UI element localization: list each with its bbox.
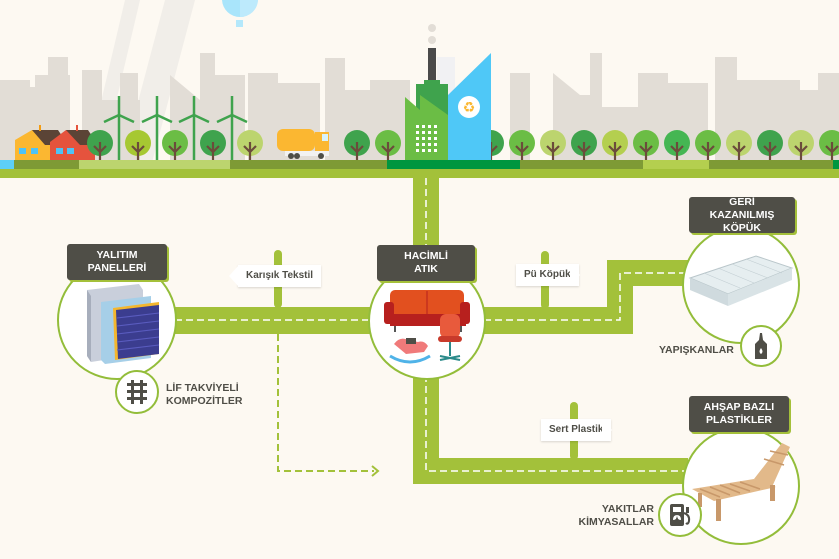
insulation-panels-node[interactable] [57, 260, 177, 380]
tree-icon [87, 130, 113, 160]
tree-icon [540, 130, 566, 160]
woven-fiber-icon [127, 380, 147, 404]
composites-label: LİF TAKVİYELİ KOMPOZİTLER [166, 382, 242, 408]
title-line: HACİMLİ [404, 250, 448, 262]
recovered-foam-node[interactable] [682, 226, 800, 344]
adhesives-label: YAPIŞKANLAR [659, 344, 734, 357]
water [0, 160, 14, 169]
garbage-truck-icon [277, 129, 329, 159]
label-line: KİMYASALLAR [578, 516, 654, 528]
wind-turbine-icon [141, 96, 173, 160]
title-line: PANELLERİ [87, 262, 147, 274]
label-line: YAPIŞKANLAR [659, 344, 734, 356]
label-line: LİF TAKVİYELİ [166, 382, 239, 394]
wind-turbine-icon [216, 96, 248, 160]
bulky-waste-title: HACİMLİ ATIK [377, 245, 475, 281]
fuel-pump-icon [670, 504, 691, 526]
furniture-icon [384, 290, 470, 364]
glue-bottle-icon [755, 333, 767, 359]
ground-strip [14, 160, 79, 169]
label-line: KOMPOZİTLER [166, 395, 243, 407]
title-line: KÖPÜK [723, 221, 761, 234]
wind-turbines [103, 96, 248, 160]
sign-text: Pü Köpük [524, 269, 571, 280]
label-line: YAKITLAR [601, 503, 654, 515]
main-road [0, 169, 839, 178]
city-skyline-illustration: ♻ [0, 0, 839, 178]
planned-path [277, 334, 380, 477]
tree-icon [788, 130, 814, 160]
tree-icon [509, 130, 535, 160]
sun-lounger-icon [692, 443, 790, 521]
sign-arrow-right [570, 264, 580, 286]
sign-arrow-left [229, 265, 239, 287]
ground-strip [387, 160, 520, 169]
ground-strip [833, 160, 839, 169]
road-lane-dashes [175, 178, 689, 472]
wood-plastics-node[interactable] [682, 427, 800, 545]
balloon-icon [222, 0, 258, 27]
tree-icon [200, 130, 226, 160]
tree-icon [633, 130, 659, 160]
ground-strip [79, 160, 230, 169]
tree-icon [237, 130, 263, 160]
ground-strip [643, 160, 709, 169]
tree-icon [125, 130, 151, 160]
ground-strip [230, 160, 387, 169]
bulky-waste-node[interactable] [368, 262, 486, 380]
wind-turbine-icon [103, 96, 135, 160]
hard-plastic-sign: Sert Plastik [541, 419, 612, 441]
ground-strip [520, 160, 643, 169]
title-line: ATIK [414, 263, 438, 275]
tree-icon [726, 130, 752, 160]
sign-text: Karışık Tekstil [246, 270, 314, 281]
title-line: GERİ KAZANILMIŞ [709, 195, 775, 221]
tree-icon [375, 130, 401, 160]
fuels-chemicals-badge[interactable] [658, 493, 702, 537]
title-line: PLASTİKLER [706, 414, 772, 426]
mixed-textile-sign: Karışık Tekstil [238, 265, 322, 287]
mattress-icon [688, 255, 794, 306]
insulation-panel-icon [87, 284, 160, 364]
tree-icon [819, 130, 839, 160]
factory-icon: ♻ [405, 24, 491, 160]
composites-badge[interactable] [115, 370, 159, 414]
recovered-foam-title: GERİ KAZANILMIŞ KÖPÜK [689, 195, 795, 234]
tree-icon [664, 130, 690, 160]
insulation-panels-title: YALITIM PANELLERİ [67, 244, 167, 280]
adhesives-badge[interactable] [740, 325, 782, 367]
tree-icon [602, 130, 628, 160]
recycle-icon: ♻ [463, 100, 476, 116]
tree-icon [757, 130, 783, 160]
title-line: AHŞAP BAZLI [703, 401, 775, 413]
title-line: YALITIM [96, 249, 138, 261]
sign-arrow-right [602, 419, 612, 441]
sign-text: Sert Plastik [549, 424, 604, 435]
tree-icon [162, 130, 188, 160]
pu-foam-sign: Pü Köpük [516, 264, 579, 286]
fuels-chemicals-label: YAKITLAR KİMYASALLAR [578, 503, 654, 529]
wind-turbine-icon [178, 96, 210, 160]
wood-plastics-title: AHŞAP BAZLI PLASTİKLER [689, 396, 789, 432]
tree-icon [695, 130, 721, 160]
ground-strip [709, 160, 833, 169]
tree-icon [344, 130, 370, 160]
tree-icon [571, 130, 597, 160]
